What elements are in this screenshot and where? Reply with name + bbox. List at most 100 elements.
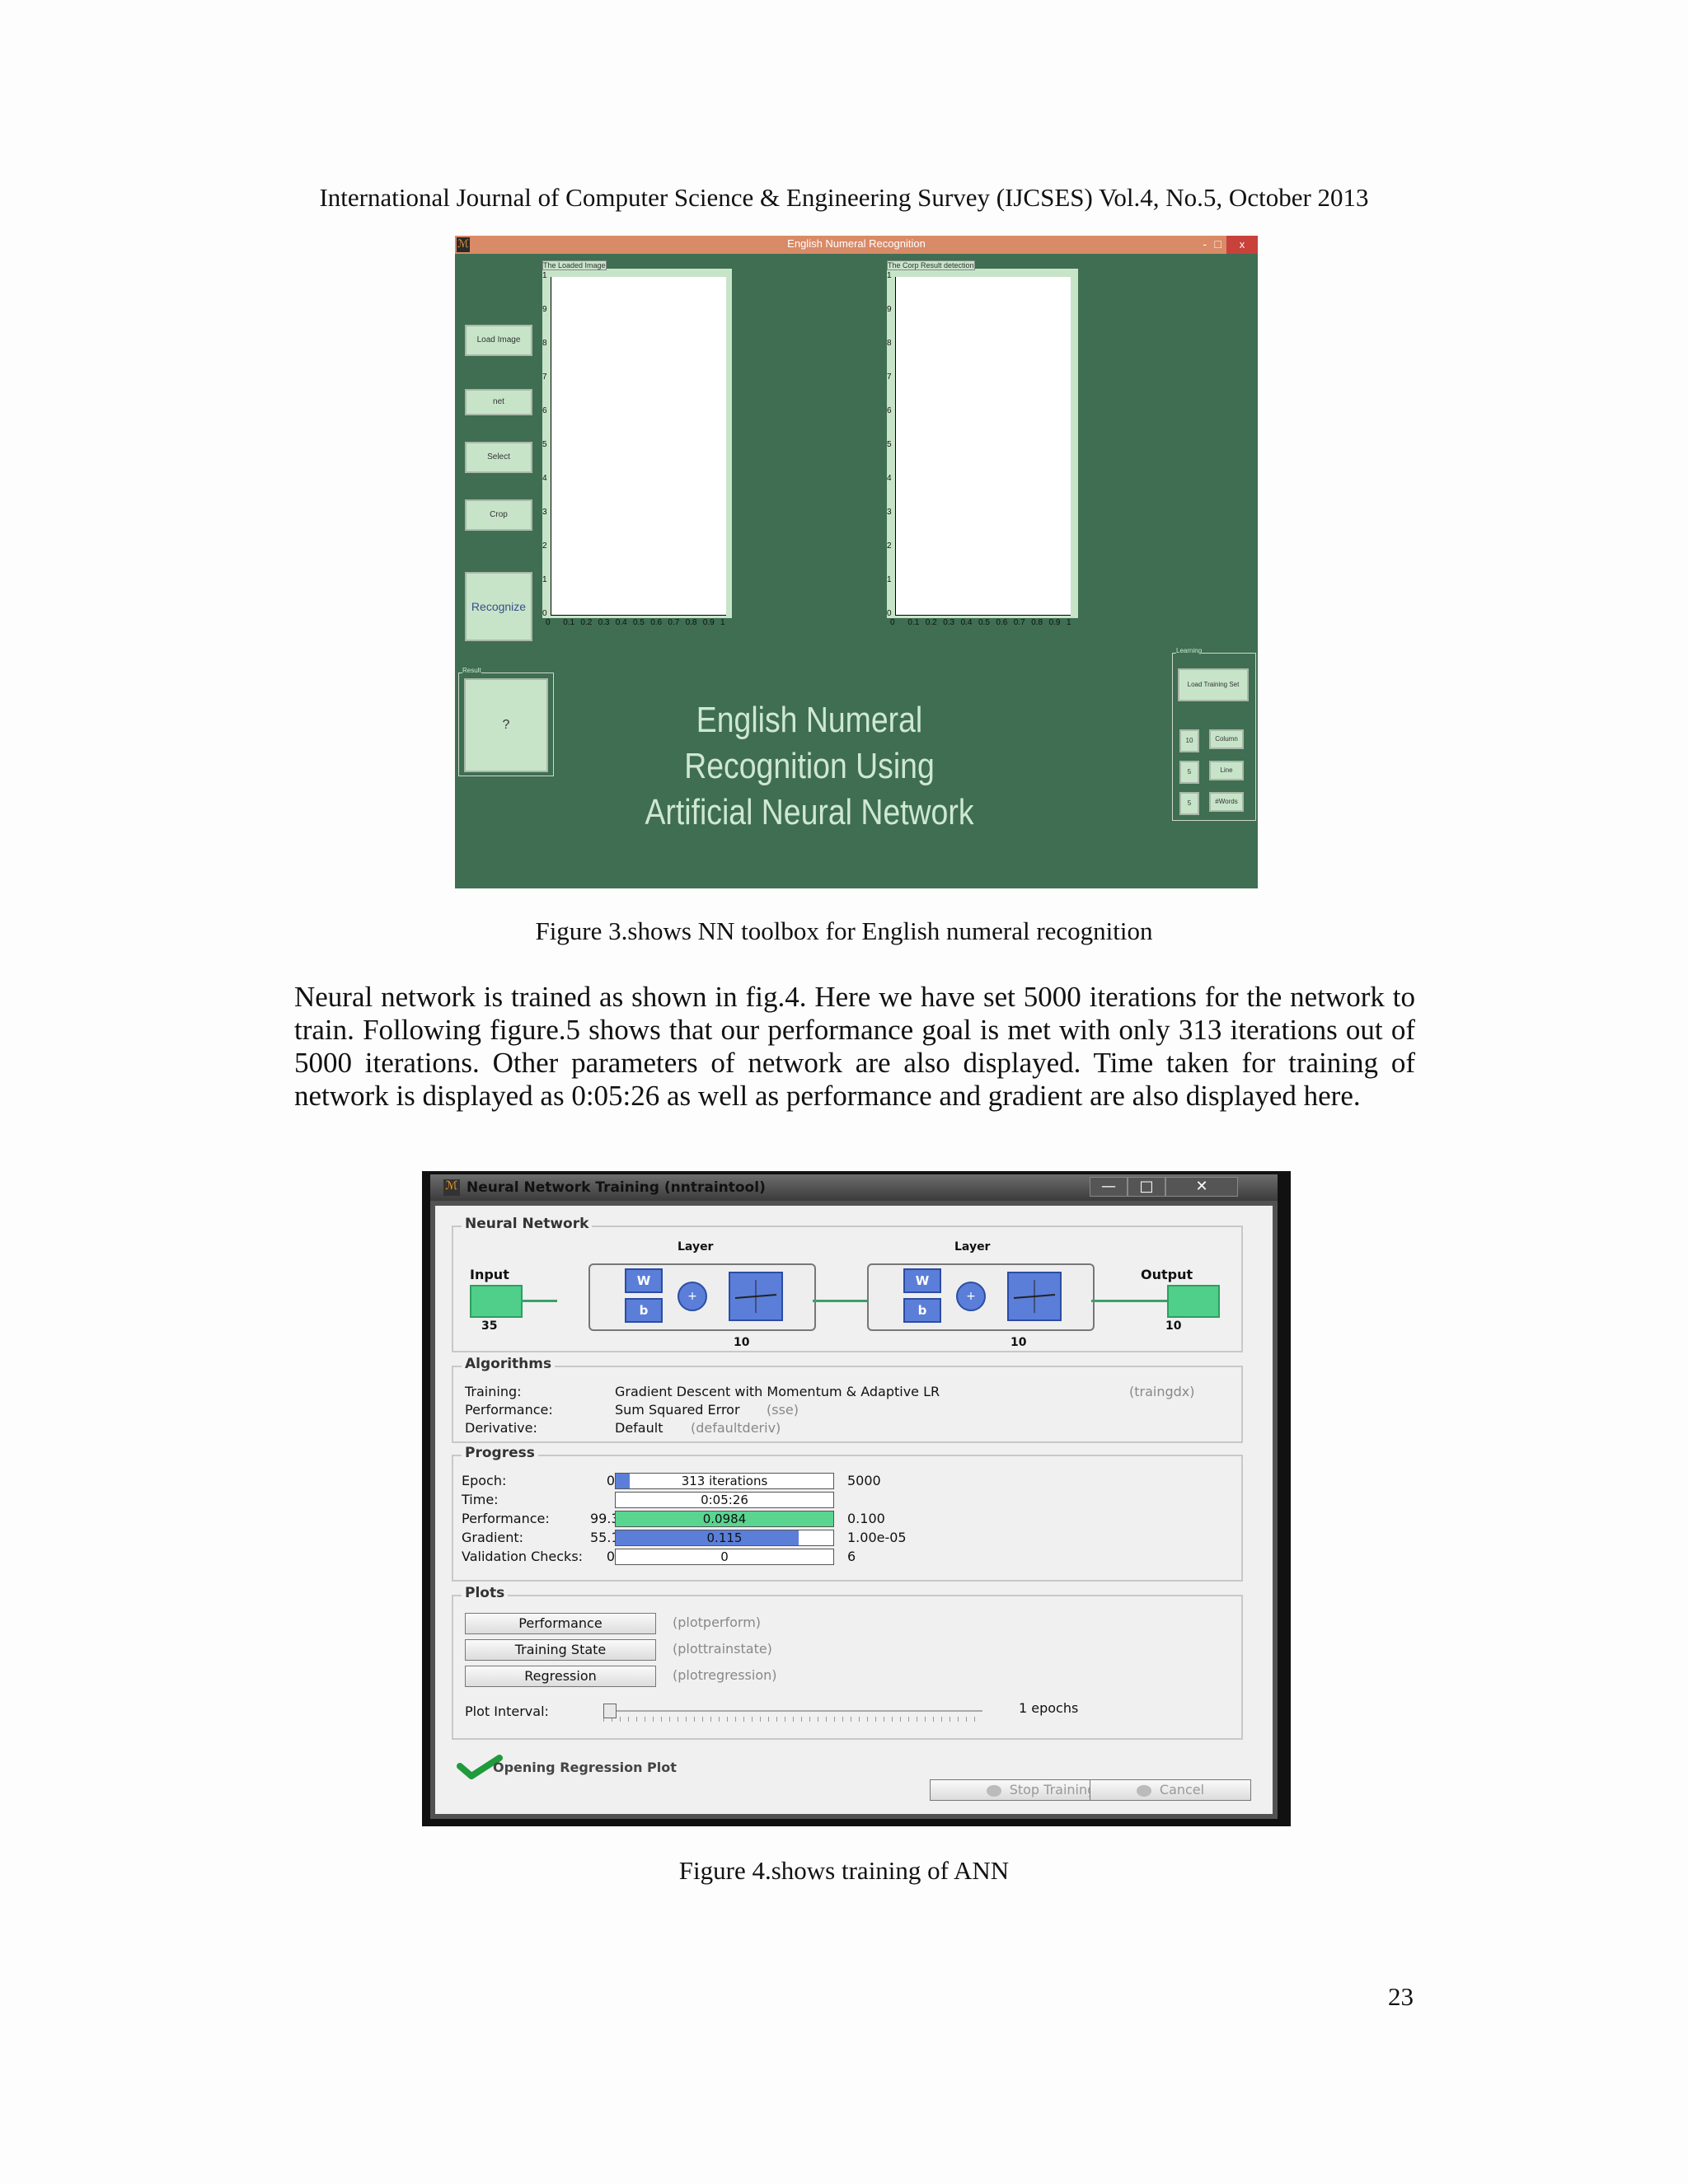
- x-tick-label: 0.8: [1031, 618, 1043, 627]
- maximize-button[interactable]: □: [1128, 1177, 1165, 1197]
- net-button[interactable]: net: [465, 389, 532, 415]
- progress-label: Epoch:: [462, 1473, 507, 1488]
- performance-label: Performance:: [465, 1402, 553, 1418]
- progress-start: 99.3: [590, 1511, 620, 1526]
- layer2-label: Layer: [954, 1240, 991, 1254]
- y-tick-label: 0: [542, 609, 547, 618]
- plot-interval-slider[interactable]: [603, 1704, 982, 1722]
- progress-current: 313 iterations: [681, 1474, 768, 1488]
- progress-end: 0.100: [847, 1511, 885, 1526]
- plot-interval-label: Plot Interval:: [465, 1704, 549, 1719]
- cancel-label: Cancel: [1159, 1782, 1205, 1797]
- window-title: English Numeral Recognition: [787, 237, 926, 250]
- y-tick-label: 4: [887, 474, 892, 483]
- body-paragraph: Neural network is trained as shown in fi…: [294, 981, 1415, 1112]
- column-label: Column: [1209, 729, 1244, 749]
- training-state-plot-fn: (plottrainstate): [673, 1641, 772, 1657]
- y-tick-label: 1: [887, 575, 892, 584]
- slider-thumb[interactable]: [603, 1704, 617, 1718]
- window-content: Neural Network Input 35 Layer W b + 10: [435, 1206, 1273, 1814]
- progress-end: 5000: [847, 1473, 881, 1488]
- performance-fn: (sse): [767, 1402, 799, 1418]
- layer1-transfer-function-icon: [729, 1272, 783, 1321]
- crop-result-axes: [895, 277, 1071, 616]
- progress-current: 0: [720, 1549, 729, 1564]
- connector: [521, 1300, 557, 1302]
- layer2-size: 10: [1010, 1336, 1027, 1349]
- x-tick-label: 1: [720, 618, 725, 627]
- layer1-label: Layer: [678, 1240, 714, 1254]
- derivative-fn: (defaultderiv): [691, 1420, 781, 1436]
- algorithms-group: Algorithms Training: Gradient Descent wi…: [452, 1356, 1243, 1443]
- progress-fill: [616, 1530, 799, 1545]
- minimize-button[interactable]: —: [1090, 1177, 1128, 1197]
- transfer-function-icon: [1013, 1280, 1056, 1313]
- recognize-button[interactable]: Recognize: [465, 572, 532, 641]
- cancel-button[interactable]: Cancel: [1090, 1779, 1251, 1801]
- matlab-logo-icon: ℳ: [443, 1179, 460, 1196]
- result-label: Result: [462, 667, 481, 674]
- maximize-button[interactable]: □: [1214, 237, 1221, 251]
- line-input[interactable]: 5: [1179, 761, 1199, 784]
- close-button[interactable]: ✕: [1165, 1177, 1238, 1197]
- y-tick-label: 8: [542, 339, 547, 348]
- minimize-button[interactable]: -: [1203, 237, 1207, 251]
- status-text: Opening Regression Plot: [493, 1760, 677, 1775]
- regression-plot-button[interactable]: Regression: [465, 1666, 656, 1687]
- performance-plot-fn: (plotperform): [673, 1615, 762, 1630]
- x-tick-label: 0.6: [996, 618, 1008, 627]
- y-tick-label: 3: [542, 508, 547, 517]
- x-tick-label: 0.5: [978, 618, 990, 627]
- x-tick-label: 0.4: [615, 618, 627, 627]
- y-tick-label: 5: [887, 440, 892, 449]
- x-tick-label: 0.8: [685, 618, 697, 627]
- input-size: 35: [481, 1319, 498, 1333]
- matlab-logo-icon: ℳ: [457, 237, 470, 252]
- progress-group-title: Progress: [462, 1445, 538, 1461]
- figure-3-nn-toolbox: ℳ English Numeral Recognition - □ x Load…: [455, 236, 1258, 888]
- progress-label: Gradient:: [462, 1530, 524, 1545]
- close-button[interactable]: x: [1226, 236, 1258, 254]
- crop-button[interactable]: Crop: [465, 499, 532, 531]
- performance-plot-button[interactable]: Performance: [465, 1613, 656, 1634]
- training-state-plot-button[interactable]: Training State: [465, 1639, 656, 1661]
- progress-label: Time:: [462, 1492, 499, 1507]
- slider-ticks: [603, 1717, 982, 1722]
- select-button[interactable]: Select: [465, 442, 532, 473]
- x-tick-label: 1: [1067, 618, 1071, 627]
- result-display: ?: [464, 678, 548, 772]
- progress-current: 0.0984: [702, 1511, 747, 1526]
- progress-label: Validation Checks:: [462, 1549, 584, 1564]
- x-tick-label: 0.9: [702, 618, 715, 627]
- neural-network-group-title: Neural Network: [462, 1216, 593, 1232]
- output-label: Output: [1141, 1267, 1193, 1282]
- layer2-weight: W: [903, 1268, 941, 1293]
- x-tick-label: 0: [890, 618, 895, 627]
- words-input[interactable]: 5: [1179, 792, 1199, 815]
- figure-4-nntraintool: ℳ Neural Network Training (nntraintool) …: [422, 1171, 1291, 1826]
- y-tick-label: 1: [542, 575, 547, 584]
- x-tick-label: 0.7: [668, 618, 680, 627]
- x-tick-label: 0.3: [943, 618, 955, 627]
- figure-3-caption: Figure 3.shows NN toolbox for English nu…: [535, 916, 1153, 945]
- journal-header: International Journal of Computer Scienc…: [319, 183, 1369, 212]
- y-tick-label: 7: [542, 373, 547, 382]
- load-image-button[interactable]: Load Image: [465, 325, 532, 356]
- progress-end: 1.00e-05: [847, 1530, 907, 1545]
- layer1-weight: W: [625, 1268, 663, 1293]
- column-input[interactable]: 10: [1179, 729, 1199, 752]
- stop-icon: [986, 1784, 1001, 1797]
- x-tick-label: 0.6: [650, 618, 663, 627]
- progress-end: 6: [847, 1549, 856, 1564]
- training-label: Training:: [465, 1384, 522, 1399]
- figure-4-caption: Figure 4.shows training of ANN: [678, 1856, 1010, 1885]
- y-tick-label: 2: [887, 541, 892, 551]
- layer2-bias: b: [903, 1298, 941, 1323]
- load-training-set-button[interactable]: Load Training Set: [1178, 668, 1249, 701]
- input-label: Input: [470, 1267, 509, 1282]
- connector: [1091, 1300, 1167, 1302]
- y-tick-label: 3: [887, 508, 892, 517]
- main-title-line2: Artificial Neural Network: [645, 792, 974, 832]
